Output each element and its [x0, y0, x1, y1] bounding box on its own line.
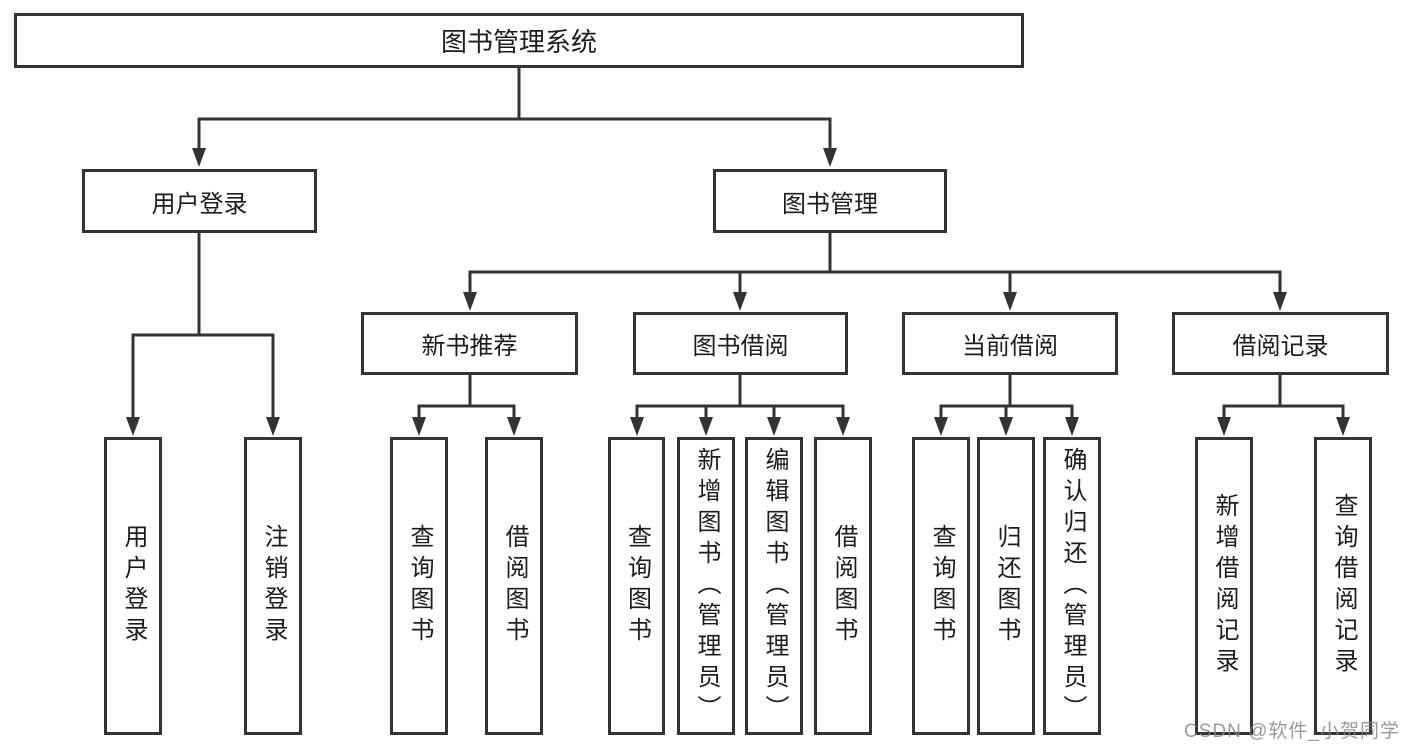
leaf-logout-login: 注销登录	[244, 437, 302, 735]
node-current-borrowing: 当前借阅	[902, 312, 1118, 375]
leaf-add-books-admin: 新增图书（管理员）	[677, 437, 735, 735]
leaf-edit-books-admin: 编辑图书（管理员）	[745, 437, 803, 735]
leaf-query-books-recommend: 查询图书	[390, 437, 448, 735]
node-user-login: 用户登录	[82, 169, 317, 233]
node-book-management: 图书管理	[713, 169, 947, 233]
leaf-add-borrow-record: 新增借阅记录	[1195, 437, 1253, 735]
leaf-borrow-books: 借阅图书	[814, 437, 872, 735]
leaf-query-books-current: 查询图书	[912, 437, 970, 735]
leaf-borrow-books-recommend: 借阅图书	[485, 437, 543, 735]
node-borrow-records: 借阅记录	[1172, 312, 1389, 375]
leaf-return-books: 归还图书	[977, 437, 1035, 735]
node-book-borrowing: 图书借阅	[633, 312, 848, 375]
node-library-system: 图书管理系统	[14, 13, 1024, 68]
leaf-query-borrow-record: 查询借阅记录	[1314, 437, 1372, 735]
leaf-confirm-return-admin: 确认归还（管理员）	[1043, 437, 1101, 735]
node-new-book-recommend: 新书推荐	[361, 312, 578, 375]
watermark-csdn: CSDN @软件_小贺同学	[1184, 721, 1400, 742]
leaf-query-books-borrowing: 查询图书	[608, 437, 665, 735]
leaf-user-login: 用户登录	[104, 437, 162, 735]
